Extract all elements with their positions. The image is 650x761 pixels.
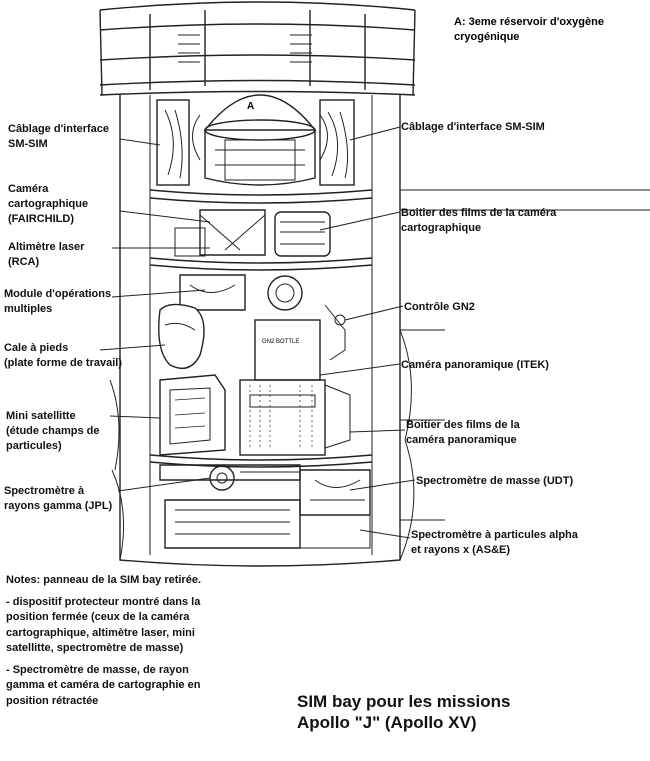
alpha-xray-spectrometer [164,499,371,549]
mass-spectrometer [299,469,371,516]
label-altimetre: Altimètre laser (RCA) [8,241,85,268]
label-camera-pano: Caméra panoramique (ITEK) [401,359,549,371]
notes-block: Notes: panneau de la SIM bay retirée. - … [6,573,231,715]
gn2-bottle-text: GN2 BOTTLE [262,339,299,345]
leader-lines [99,126,416,539]
label-sm-sim-left: Câblage d'interface SM-SIM [8,123,110,150]
label-cale-pieds: Cale à pieds (plate forme de travail) [4,342,122,369]
panoramic-camera [239,379,351,456]
label-sm-sim-right: Câblage d'interface SM-SIM [401,121,545,133]
multi-ops-module [158,274,246,369]
label-controle-gn2: Contrôle GN2 [404,301,475,313]
label-mini-sat: Mini satellitte (étude champs de particu… [6,410,100,452]
mapping-camera [174,209,331,257]
note-2: - dispositif protecteur montré dans la p… [6,595,201,655]
hull [99,1,650,567]
shelves [149,189,373,468]
note-1: Notes: panneau de la SIM bay retirée. [6,574,202,586]
diagram-title: SIM bay pour les missions Apollo "J" (Ap… [297,692,511,732]
label-boitier-pano: Boitier des films de la caméra panoramiq… [406,419,520,446]
oxygen-tank [192,94,328,186]
label-spectro-alpha: Spectromètre à particules alpha et rayon… [411,529,578,556]
tank-marker-a: A [247,101,255,112]
gn2-bottle [254,275,346,381]
sm-sim-cabling [156,99,355,186]
legend-a: A: 3eme réservoir d'oxygène cryogénique [454,16,604,43]
label-module-ops: Module d'opérations multiples [4,288,112,315]
label-camera-carto: Caméra cartographique (FAIRCHILD) [8,183,89,225]
label-spectro-gamma: Spectromètre à rayons gamma (JPL) [4,485,113,512]
label-boitier-carto: Boitier des films de la caméra cartograp… [401,207,557,234]
mini-satellite [159,374,226,456]
label-spectro-masse: Spectromètre de masse (UDT) [416,475,574,487]
gamma-spectrometer [159,464,301,491]
note-3: - Spectromètre de masse, de rayon gamma … [6,663,201,707]
